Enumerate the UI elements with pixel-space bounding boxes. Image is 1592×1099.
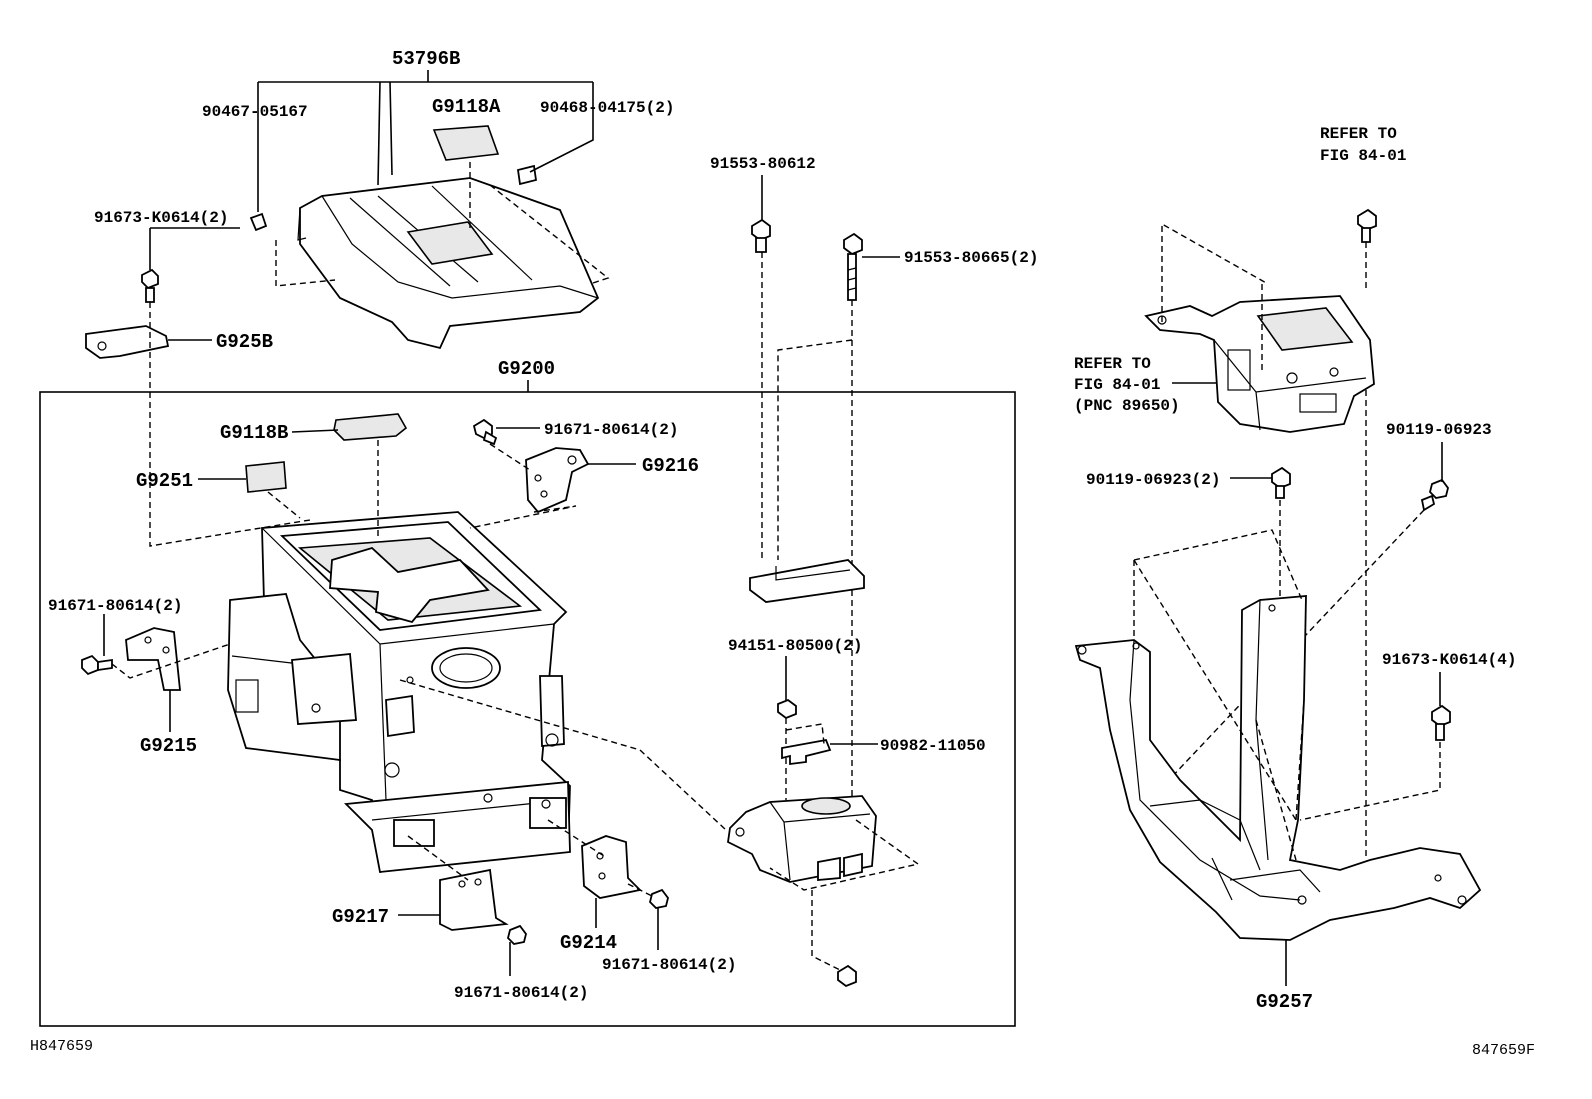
label-53796B: 53796B <box>392 48 460 70</box>
label-90467-05167: 90467-05167 <box>202 103 308 121</box>
nut-94151-80500[interactable] <box>777 698 797 720</box>
label-91673-K0614-2: 91673-K0614(2) <box>94 209 228 227</box>
bolt-90119-06923-2[interactable] <box>1271 466 1291 499</box>
label-G925B: G925B <box>216 331 273 353</box>
label-G9215: G9215 <box>140 735 197 757</box>
bracket-G9215[interactable] <box>125 627 181 691</box>
label-G9217: G9217 <box>332 906 389 928</box>
label-91671-80614-mid: 91671-80614(2) <box>602 956 736 974</box>
bolt-91553-80665[interactable] <box>843 232 863 301</box>
bolt-91673-K0614-upper[interactable] <box>141 268 159 303</box>
bracket-G9214[interactable] <box>581 835 642 899</box>
label-refer-top-2: FIG 84-01 <box>1320 147 1406 165</box>
label-G9200: G9200 <box>498 358 555 380</box>
bracket-plate-middle[interactable] <box>749 559 865 603</box>
label-90468-04175: 90468-04175(2) <box>540 99 674 117</box>
label-91553-80612: 91553-80612 <box>710 155 816 173</box>
bolt-91671-80614-bottom[interactable] <box>507 924 527 945</box>
bolt-91671-80614-left[interactable] <box>81 654 113 676</box>
clip-90468[interactable] <box>516 164 538 186</box>
bolt-91553-80612[interactable] <box>751 218 771 253</box>
bracket-G9216[interactable] <box>525 447 590 514</box>
label-refer-left-2: FIG 84-01 <box>1074 376 1160 394</box>
bracket-G9217[interactable] <box>439 868 509 931</box>
footer-left-code: H847659 <box>30 1038 93 1055</box>
label-91671-80614-left: 91671-80614(2) <box>48 597 182 615</box>
label-plate-G9118B[interactable] <box>333 413 408 441</box>
label-91671-80614-top: 91671-80614(2) <box>544 421 678 439</box>
label-90119-06923-2: 90119-06923(2) <box>1086 471 1220 489</box>
label-G9216: G9216 <box>642 455 699 477</box>
label-G9118A: G9118A <box>432 96 501 118</box>
label-91671-80614-bottom: 91671-80614(2) <box>454 984 588 1002</box>
label-refer-left-3: (PNC 89650) <box>1074 397 1180 415</box>
label-90119-06923: 90119-06923 <box>1386 421 1492 439</box>
clip-90982-11050[interactable] <box>781 738 832 766</box>
bolt-refer-top[interactable] <box>1357 208 1377 243</box>
label-plate-G9118A[interactable] <box>432 125 500 161</box>
label-91673-K0614-4: 91673-K0614(4) <box>1382 651 1516 669</box>
bolt-91671-80614-mid[interactable] <box>649 888 669 909</box>
bolt-lower-middle[interactable] <box>837 964 857 988</box>
label-G9257: G9257 <box>1256 991 1313 1013</box>
clip-90467[interactable] <box>249 212 268 232</box>
label-G9251: G9251 <box>136 470 193 492</box>
label-90982-11050: 90982-11050 <box>880 737 986 755</box>
label-plate-G9251[interactable] <box>245 461 287 493</box>
label-91553-80665: 91553-80665(2) <box>904 249 1038 267</box>
label-G9118B: G9118B <box>220 422 288 444</box>
ecu-module[interactable] <box>1144 295 1375 433</box>
bolt-90119-06923[interactable] <box>1420 478 1449 512</box>
label-refer-top-1: REFER TO <box>1320 125 1397 143</box>
inverter-assembly[interactable] <box>227 511 571 873</box>
upper-cover-53796B[interactable] <box>297 177 600 350</box>
label-94151-80500: 94151-80500(2) <box>728 637 862 655</box>
bolt-91673-K0614-right[interactable] <box>1431 704 1451 741</box>
bracket-G9257[interactable] <box>1074 595 1482 941</box>
label-G9214: G9214 <box>560 932 617 954</box>
bracket-G925B[interactable] <box>85 325 170 359</box>
sensor-module[interactable] <box>727 795 877 883</box>
bolt-91671-80614-top[interactable] <box>472 418 498 446</box>
label-refer-left-1: REFER TO <box>1074 355 1151 373</box>
footer-right-code: 847659F <box>1472 1042 1535 1059</box>
